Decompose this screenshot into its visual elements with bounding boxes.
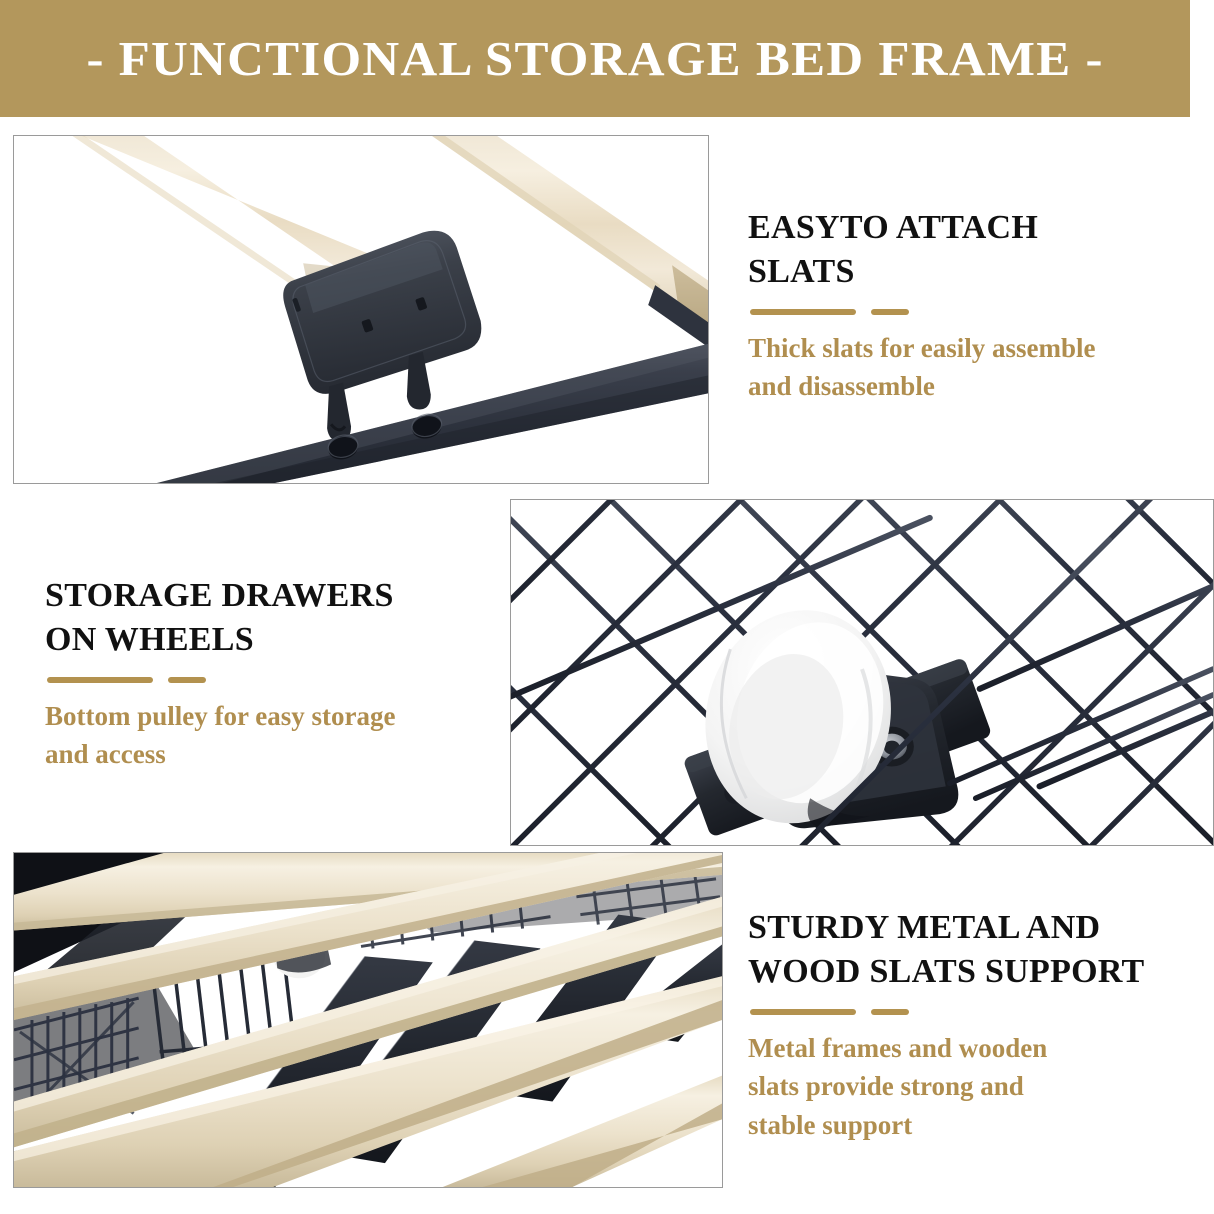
wood-slats: [14, 853, 722, 1187]
feature-desc-line2: and disassemble: [748, 371, 935, 402]
feature-desc-line2: and access: [45, 739, 166, 770]
metal-rail: [157, 343, 708, 483]
feature-text-storage-drawers-on-wheels: STORAGE DRAWERS ON WHEELS Bottom pulley …: [45, 574, 505, 774]
divider-storage-drawers-on-wheels: [47, 677, 505, 684]
header-banner: - FUNCTIONAL STORAGE BED FRAME -: [0, 0, 1190, 117]
feature-description-storage-drawers-on-wheels: Bottom pulley for easy storage and acces…: [45, 697, 505, 774]
slat-end-cap: [283, 230, 482, 442]
wire-frame-rails: [511, 514, 1213, 790]
feature-desc-line1: Bottom pulley for easy storage: [45, 701, 396, 732]
divider-dash-long: [750, 1009, 856, 1016]
divider-dash-long: [47, 677, 153, 684]
feature-desc-line1: Thick slats for easily assemble: [748, 333, 1096, 364]
divider-easy-attach-slats: [750, 309, 1200, 316]
caster-assembly: [684, 610, 991, 836]
feature-title-line1: STURDY METAL AND: [748, 909, 1101, 946]
feature-title-line1: EASYTO ATTACH: [748, 209, 1039, 246]
wood-slat: [14, 853, 722, 1020]
feature-text-sturdy-metal-wood-support: STURDY METAL AND WOOD SLATS SUPPORT Meta…: [748, 906, 1200, 1144]
photo-panel-easy-attach-slats: [13, 135, 709, 484]
feature-title-easy-attach-slats: EASYTO ATTACH SLATS: [748, 206, 1200, 293]
feature-desc-line1: Metal frames and wooden: [748, 1033, 1048, 1064]
feature-description-sturdy-metal-wood-support: Metal frames and wooden slats provide st…: [748, 1029, 1200, 1144]
divider-dash-long: [750, 309, 856, 316]
feature-title-line2: SLATS: [748, 252, 855, 290]
divider-dash-short: [168, 677, 206, 684]
divider-dash-short: [871, 1009, 909, 1016]
slat-endcap-photo: [14, 136, 708, 483]
photo-panel-sturdy-metal-wood-support: [13, 852, 723, 1188]
feature-text-easy-attach-slats: EASYTO ATTACH SLATS Thick slats for easi…: [748, 206, 1200, 406]
feature-title-storage-drawers-on-wheels: STORAGE DRAWERS ON WHEELS: [45, 574, 505, 661]
feature-description-easy-attach-slats: Thick slats for easily assemble and disa…: [748, 329, 1200, 406]
feature-title-line2: WOOD SLATS SUPPORT: [748, 952, 1145, 990]
caster-wheel: [705, 610, 891, 824]
wire-foreground: [799, 537, 1213, 845]
wood-slat: [14, 976, 722, 1187]
photo-panel-storage-drawers-on-wheels: [510, 499, 1214, 846]
wire-uprights: [1098, 517, 1213, 652]
caster-wheel-photo: [511, 500, 1213, 845]
wood-slat: [14, 896, 722, 1148]
feature-title-sturdy-metal-wood-support: STURDY METAL AND WOOD SLATS SUPPORT: [748, 906, 1200, 993]
rail-stub: [648, 285, 708, 347]
slats-over-frame-photo: [14, 853, 722, 1187]
feature-desc-line2: slats provide strong and: [748, 1071, 1024, 1102]
feature-desc-line3: stable support: [748, 1109, 913, 1140]
divider-dash-short: [871, 309, 909, 316]
feature-title-line1: STORAGE DRAWERS: [45, 577, 394, 614]
divider-sturdy-metal-wood-support: [750, 1009, 1200, 1016]
page-title: - FUNCTIONAL STORAGE BED FRAME -: [86, 31, 1104, 86]
feature-title-line2: ON WHEELS: [45, 620, 254, 658]
